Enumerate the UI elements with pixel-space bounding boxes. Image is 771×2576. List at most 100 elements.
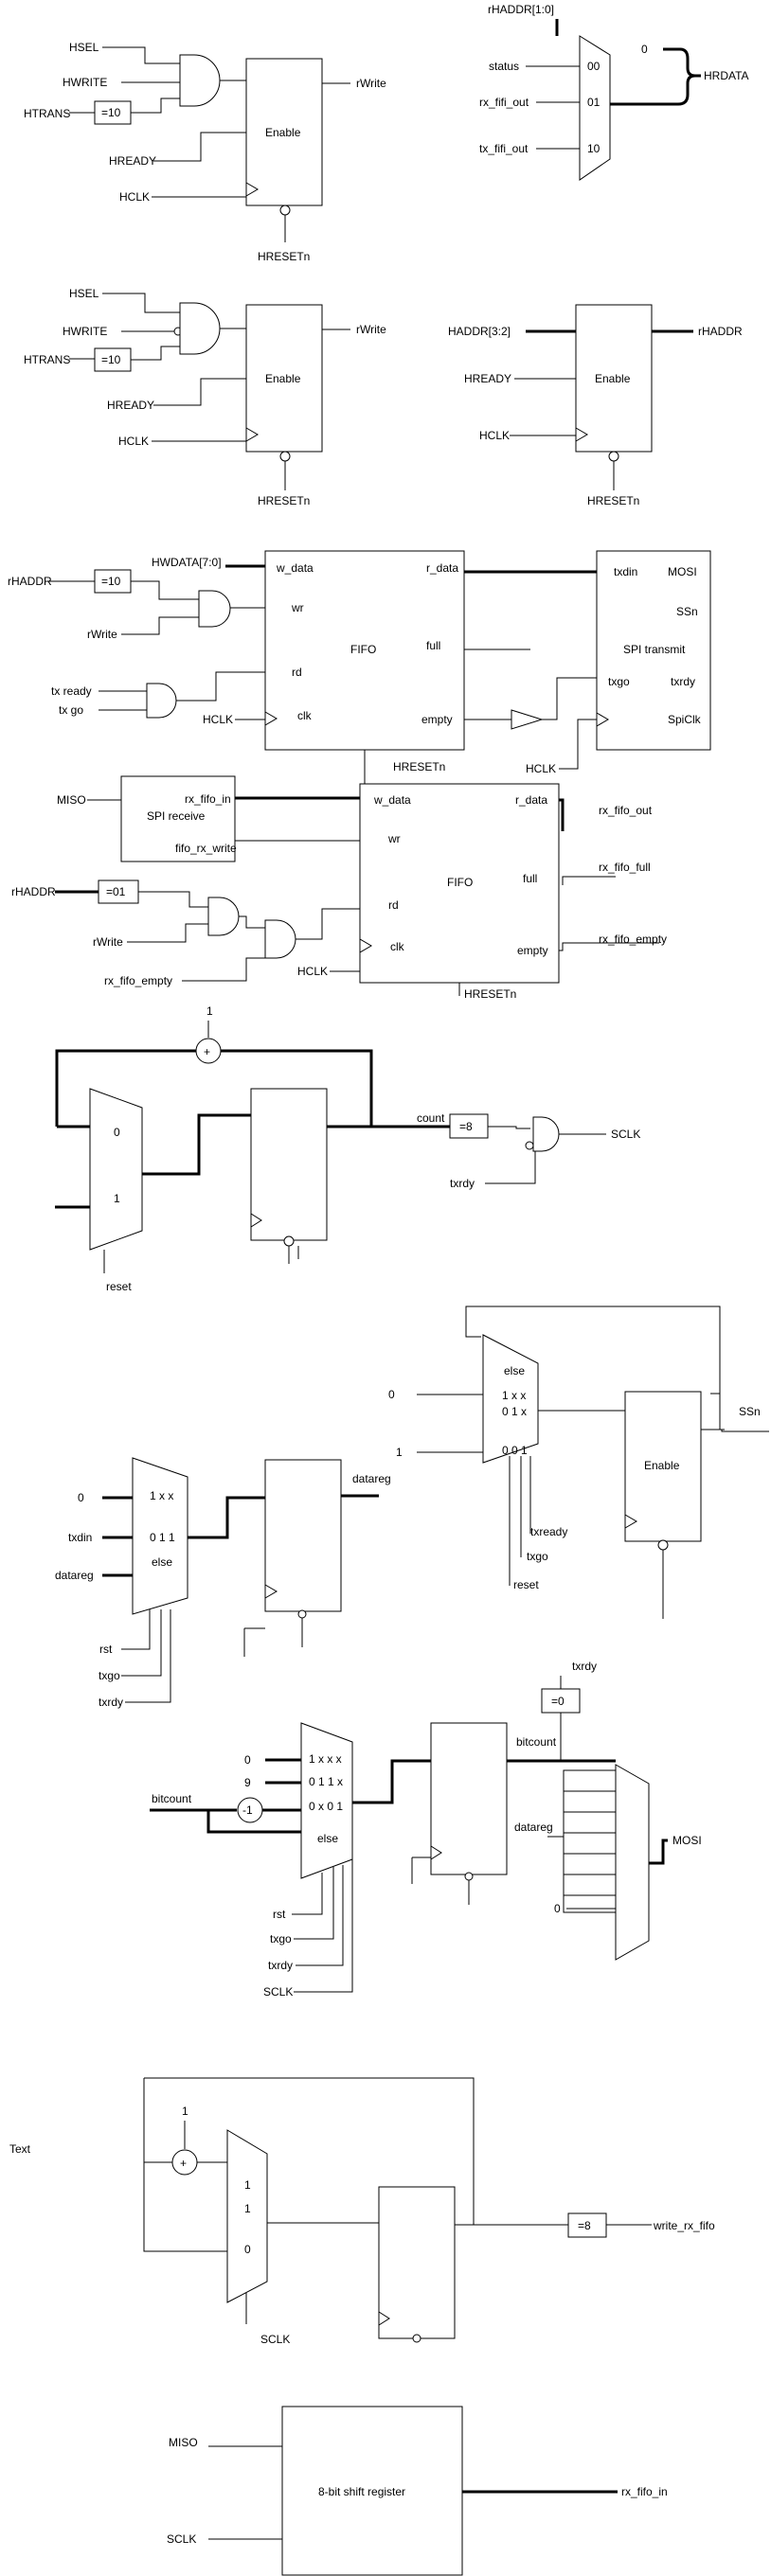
read-mux xyxy=(579,35,611,181)
spi-transmit-block xyxy=(596,550,711,751)
label-tx-go: tx go xyxy=(59,703,83,717)
label-hclk: HCLK xyxy=(203,713,233,726)
fifo-label: FIFO xyxy=(350,643,376,656)
spi-receive-title: SPI receive xyxy=(147,809,206,823)
label-count: count xyxy=(417,1111,445,1125)
label-write-rx-fifo: write_rx_fifo xyxy=(653,2219,715,2232)
diagram-rx-fifo: MISO SPI receive rx_fifo_in fifo_rx_writ… xyxy=(11,765,667,1001)
label-one: 1 xyxy=(182,2105,188,2118)
and-gate-1 xyxy=(207,897,240,936)
htrans-compare-label: =10 xyxy=(101,353,121,366)
label-zero: 0 xyxy=(388,1388,395,1401)
register-bubble xyxy=(412,2334,421,2343)
label-hresetn: HRESETn xyxy=(258,494,310,507)
label-miso: MISO xyxy=(57,793,86,807)
diagram-sclk-counter: 1 + 0 1 reset count =8 txrdy SCLK xyxy=(55,1004,640,1293)
register-bubble xyxy=(283,1235,295,1247)
label-sclk: SCLK xyxy=(611,1128,640,1141)
inverter xyxy=(511,709,544,730)
label-rx-fifo-in-out: rx_fifo_in xyxy=(621,2485,668,2498)
count-mux xyxy=(89,1088,143,1251)
reset-bubble xyxy=(657,1539,669,1551)
register-label: Enable xyxy=(644,1459,680,1472)
label-sclk: SCLK xyxy=(167,2532,196,2546)
label-rhaddr-sel: rHADDR[1:0] xyxy=(488,3,554,16)
mux-key-else: else xyxy=(152,1555,172,1569)
adder-label: + xyxy=(204,1045,210,1058)
diagram-rx-bit-counter: Text 1 + 1 1 0 SCLK =8 write_rx_fifo xyxy=(9,2077,715,2346)
rx-count-compare-box xyxy=(567,2212,607,2238)
label-hsel: HSEL xyxy=(69,41,99,54)
label-hresetn: HRESETn xyxy=(587,494,639,507)
mux-key-10: 10 xyxy=(587,142,601,155)
label-hclk: HCLK xyxy=(118,435,149,448)
label-hclk: HCLK xyxy=(479,429,510,442)
register-label: Enable xyxy=(265,372,301,385)
port-mosi: MOSI xyxy=(668,565,697,578)
register-label: Enable xyxy=(595,372,631,385)
label-htrans: HTRANS xyxy=(24,107,70,120)
mosi-mux xyxy=(615,1764,650,1961)
reset-bubble xyxy=(279,204,291,216)
port-rx-fifo-in: rx_fifo_in xyxy=(185,792,231,806)
label-hready: HREADY xyxy=(109,154,156,168)
port-full: full xyxy=(523,872,537,885)
label-rwrite-out: rWrite xyxy=(356,77,386,90)
port-rd: rd xyxy=(388,898,399,912)
label-zero: 0 xyxy=(244,1753,251,1767)
diagram-tx-fifo: rHADDR =10 HWDATA[7:0] rWrite tx ready t… xyxy=(8,550,711,775)
shift-register-block xyxy=(281,2406,463,2576)
fifo-label: FIFO xyxy=(447,876,473,889)
label-rst: rst xyxy=(99,1643,113,1656)
port-clk: clk xyxy=(297,709,313,722)
mux-key-1xx: 1 x x xyxy=(150,1489,173,1502)
port-fifo-rx-write: fifo_rx_write xyxy=(175,842,237,855)
label-zero: 0 xyxy=(78,1491,84,1504)
label-hsel: HSEL xyxy=(69,287,99,300)
diagram-shift-register: MISO SCLK 8-bit shift register rx_fifo_i… xyxy=(167,2406,668,2576)
label-mosi: MOSI xyxy=(672,1834,702,1847)
adder-label: + xyxy=(180,2157,187,2170)
rx-count-compare-label: =8 xyxy=(578,2219,591,2232)
datareg-register xyxy=(264,1459,342,1612)
enable-register xyxy=(245,58,323,206)
mux-key-1xxx: 1 x x x xyxy=(309,1752,342,1766)
addr-compare-box xyxy=(94,569,132,594)
mux-key-else: else xyxy=(504,1364,525,1377)
label-miso: MISO xyxy=(169,2436,198,2449)
label-txgo: txgo xyxy=(99,1669,120,1682)
label-status: status xyxy=(489,60,519,73)
label-sclk: SCLK xyxy=(260,2333,290,2346)
and-gate xyxy=(179,54,221,107)
label-rx-fifo-full: rx_fifo_full xyxy=(599,861,651,874)
label-rwrite: rWrite xyxy=(93,935,123,949)
label-hrdata: HRDATA xyxy=(704,69,749,82)
label-txgo: txgo xyxy=(270,1932,292,1945)
diagram-rwrite-register-2: HSEL HWRITE HTRANS HREADY HCLK =10 Enabl… xyxy=(24,287,386,507)
mux-key-011: 0 1 1 xyxy=(150,1531,175,1544)
label-txrdy: txrdy xyxy=(450,1177,475,1190)
label-ssn: SSn xyxy=(739,1405,761,1418)
tx-fifo-block xyxy=(264,550,465,751)
label-txrdy-top: txrdy xyxy=(572,1660,597,1673)
port-txgo: txgo xyxy=(608,675,630,688)
label-reset: reset xyxy=(106,1280,132,1293)
mux-key-01x: 0 1 x xyxy=(502,1405,527,1418)
and-gate-wr xyxy=(198,590,231,628)
label-hresetn: HRESETn xyxy=(258,250,310,263)
label-haddr: HADDR[3:2] xyxy=(448,325,511,338)
label-reset: reset xyxy=(513,1578,539,1591)
spi-title: SPI transmit xyxy=(623,643,686,656)
port-r-data: r_data xyxy=(515,793,547,807)
invert-bubble xyxy=(525,1141,534,1150)
label-datareg-out: datareg xyxy=(352,1472,391,1485)
port-txdin: txdin xyxy=(614,565,637,578)
label-zero-mosi: 0 xyxy=(554,1902,561,1915)
rx-count-register xyxy=(378,2186,456,2339)
mux-key-1xx: 1 x x xyxy=(502,1389,526,1402)
label-hwrite: HWRITE xyxy=(63,76,107,89)
mux-key-1b: 1 xyxy=(244,2202,251,2215)
label-rx-fifo-empty-out: rx_fifo_empty xyxy=(599,933,667,946)
bitcount-compare-box xyxy=(541,1688,581,1714)
